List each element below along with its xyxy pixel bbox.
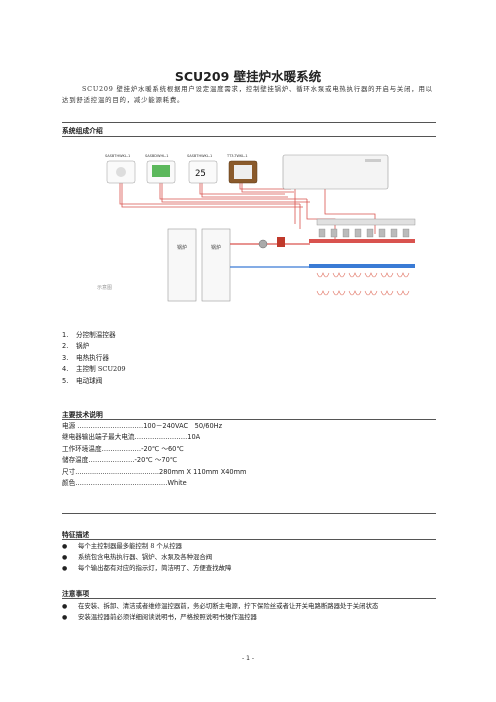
divider (62, 539, 436, 540)
list-item: 每个主控制器最多能控制 8 个从控器 (62, 541, 438, 552)
divider (62, 598, 436, 599)
boiler-label: 锅炉 (211, 244, 221, 251)
list-item: 安装温控器前必须详细阅读说明书，严格按照说明书操作温控器 (62, 612, 438, 623)
pump-and-valve (230, 237, 310, 268)
thermostat-1: SASBTHWKL-1 (105, 154, 136, 184)
spec-row: 颜色……………………………………White (62, 479, 187, 488)
thermostat-label: SASBDWHL-1 (145, 154, 168, 158)
section-heading-system: 系统组成介绍 (62, 127, 103, 135)
spec-row: 电源 …………………………100－240VAC 50/60Hz (62, 422, 223, 430)
list-item: 每个输出都有对应的指示灯，简洁明了、方便查找故障 (62, 563, 438, 574)
spec-row: 储存温度…………………-20℃ ～70℃ (62, 456, 178, 465)
control-wiring (119, 182, 376, 239)
list-item: 在安装、拆卸、清洁或者维修温控器前，务必切断主电源，拧下保险丝或者让开关电路断路… (62, 601, 438, 612)
thermostat-display: 25 (195, 169, 206, 179)
manifold-assembly (309, 218, 416, 296)
list-item: 4.主控制 SCU209 (62, 365, 126, 374)
list-item: 1.分控制温控器 (62, 331, 116, 339)
list-item: 2.锅炉 (62, 342, 90, 351)
section-heading-notes: 注意事项 (62, 590, 90, 598)
thermostat-4: TT3-TWKL-1 (226, 154, 258, 184)
thermostat-label: SASBTHWKL-1 (187, 154, 212, 158)
spec-row: 工作环境温度………………-20℃ ～60℃ (62, 444, 184, 453)
divider (62, 419, 436, 420)
thermostat-label: SASBTHWKL-1 (105, 154, 130, 158)
divider (62, 122, 436, 123)
boiler-1: 锅炉 (167, 228, 197, 302)
spec-row: 继电器输出端子最大电流……………………10A (62, 433, 201, 442)
intro-paragraph: SCU209 壁挂炉水暖系统根据用户设定温度需求，控制壁挂锅炉、循环水泵或电热执… (62, 85, 433, 104)
list-item: 5.电动球阀 (62, 376, 103, 385)
spec-list: 电源 …………………………100－240VAC 50/60Hz 继电器输出端子最… (62, 421, 246, 489)
page-number: - 1 - (242, 655, 254, 662)
master-controller (282, 154, 389, 190)
section-heading-specs: 主要技术说明 (62, 411, 103, 419)
list-item: 系统包含电热执行器、锅炉、水泵及各种混合阀 (62, 552, 438, 563)
diagram-watermark: 示意图 (97, 284, 112, 291)
spec-row: 尺寸......................................… (62, 467, 247, 476)
divider (62, 513, 436, 514)
page-title: SCU209 壁挂炉水暖系统 (174, 69, 322, 84)
section-heading-features: 特征描述 (62, 531, 90, 539)
thermostat-label: TT3-TWKL-1 (226, 154, 248, 158)
divider (62, 136, 436, 137)
notes-list: 在安装、拆卸、清洁或者维修温控器前，务必切断主电源，拧下保险丝或者让开关电路断路… (62, 601, 438, 624)
feature-list: 每个主控制器最多能控制 8 个从控器 系统包含电热执行器、锅炉、水泵及各种混合阀… (62, 541, 438, 575)
boiler-label: 锅炉 (177, 244, 187, 251)
thermostat-2: SASBDWHL-1 (145, 154, 176, 184)
component-list: 1.分控制温控器 2.锅炉 3.电热执行器 4.主控制 SCU209 5.电动球… (62, 330, 126, 387)
system-diagram: SASBTHWKL-1 SASBDWHL-1 SASBTHWKL-1 25 TT… (97, 154, 416, 302)
thermostat-3: SASBTHWKL-1 25 (187, 154, 218, 184)
list-item: 3.电热执行器 (62, 353, 109, 362)
boiler-2: 锅炉 (201, 228, 231, 302)
